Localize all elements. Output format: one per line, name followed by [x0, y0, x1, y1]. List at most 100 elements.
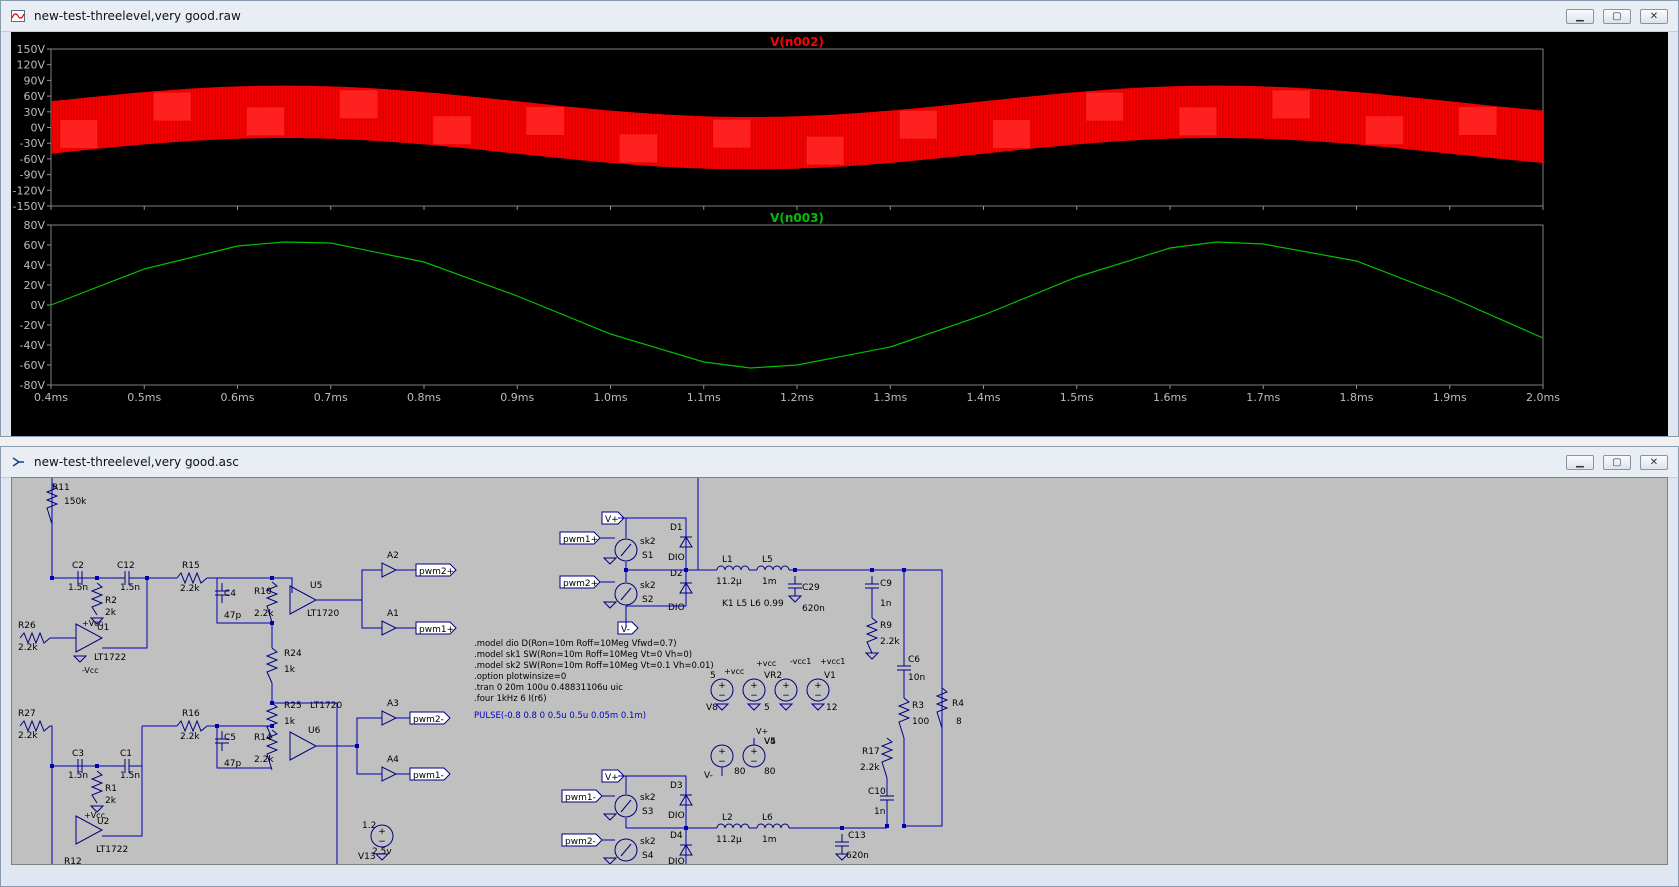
x-tick-label: 0.6ms	[221, 391, 255, 404]
label-r1v: 2k	[105, 796, 117, 806]
label-c12v: 1.5n	[120, 583, 140, 593]
label-c12: C12	[117, 561, 135, 571]
label-pvcc1: +vcc1	[820, 657, 845, 666]
switch	[614, 838, 638, 862]
schematic-titlebar[interactable]: new-test-threelevel,very good.asc ▁ ▢ ✕	[1, 447, 1678, 478]
label-r9v: 2.2k	[880, 637, 900, 647]
waveform-app-icon	[11, 10, 25, 22]
minimize-button[interactable]: ▁	[1565, 455, 1594, 470]
net-port	[561, 789, 603, 803]
label-c13v: 620n	[846, 851, 869, 861]
label-l5v: 1m	[762, 577, 777, 587]
wire	[102, 766, 143, 837]
label-r3v: 100	[912, 717, 929, 727]
minimize-button[interactable]: ▁	[1565, 9, 1594, 24]
ground	[787, 595, 803, 603]
label-vplus: V+	[605, 515, 619, 525]
label-r2: R2	[105, 596, 117, 606]
resistor	[897, 697, 911, 739]
ground	[746, 703, 762, 711]
label-pwm2p: pwm2+	[419, 567, 454, 577]
label-v5: V5	[764, 737, 776, 747]
inductor	[756, 565, 790, 571]
label-v5v: 80	[734, 767, 746, 777]
label-vcc: +Vcc	[82, 619, 103, 628]
label-v8v: 5	[710, 671, 716, 681]
resistor	[265, 729, 279, 771]
polarity-plus: +	[378, 827, 386, 837]
label-s3: S3	[642, 807, 653, 817]
maximize-button[interactable]: ▢	[1602, 9, 1631, 24]
label-c9v: 1n	[880, 599, 891, 609]
close-button[interactable]: ✕	[1640, 455, 1668, 470]
close-button[interactable]: ✕	[1640, 9, 1668, 24]
polarity-minus: −	[718, 691, 726, 701]
opamp	[289, 585, 318, 615]
schematic-window-title: new-test-threelevel,very good.asc	[34, 455, 239, 469]
wire	[51, 518, 92, 579]
waveform-plot[interactable]: 150V120V90V60V30V0V-30V-60V-90V-120V-150…	[11, 32, 1668, 436]
label-c6v: 10n	[908, 673, 925, 683]
label-r17v: 2.2k	[860, 763, 880, 773]
inductor	[716, 823, 750, 829]
label-c4v: 47p	[224, 611, 241, 621]
label-s4: S4	[642, 851, 654, 861]
inductor	[756, 823, 790, 829]
ground	[810, 703, 826, 711]
spice-directive: .four 1kHz 6 I(r6)	[474, 694, 547, 704]
label-a4: A4	[387, 755, 399, 765]
switch-blade	[620, 799, 632, 813]
polarity-plus: +	[782, 681, 790, 691]
v-n002-level-block	[806, 136, 844, 165]
label-r24v: 1k	[284, 665, 296, 675]
capacitor	[117, 759, 137, 773]
capacitor	[897, 658, 911, 678]
trace-name: V(n003)	[770, 211, 824, 225]
switch-blade	[620, 587, 632, 601]
schematic-drawing[interactable]: R11150kC21.5nC121.5nR152.2kR22kU1LT1722+…	[12, 478, 1668, 865]
maximize-button[interactable]: ▢	[1602, 455, 1631, 470]
waveform-titlebar[interactable]: new-test-threelevel,very good.raw ▁ ▢ ✕	[1, 1, 1678, 32]
label-c2v: 1.5n	[68, 583, 88, 593]
label-r2v: 2k	[105, 608, 117, 618]
voltage-source	[806, 678, 830, 702]
label-u6: U6	[308, 726, 321, 736]
resistor	[265, 581, 279, 623]
label-l2v: 11.2µ	[716, 835, 742, 845]
voltage-source	[774, 678, 798, 702]
v-n003-trace	[50, 241, 1544, 369]
label-dio: DIO	[668, 811, 685, 821]
v-n002-level-block	[246, 107, 285, 136]
spice-directive: .model dio D(Ron=10m Roff=10Meg Vfwd=0.7…	[474, 639, 677, 649]
x-tick-label: 0.9ms	[500, 391, 534, 404]
y-tick-label: 20V	[23, 279, 45, 292]
schematic-app-icon	[12, 457, 24, 467]
voltage-source	[710, 678, 734, 702]
label-r1: R1	[105, 784, 117, 794]
label-r17: R17	[862, 747, 880, 757]
label-u6t: LT1720	[310, 701, 342, 711]
y-tick-label: 80V	[23, 219, 45, 232]
resistor	[265, 647, 279, 684]
label-a3: A3	[387, 699, 399, 709]
polarity-minus: −	[814, 691, 822, 701]
wire	[361, 600, 382, 629]
label-r4v: 8	[956, 717, 962, 727]
y-tick-label: -40V	[20, 339, 46, 352]
spice-directive: .option plotwinsize=0	[474, 672, 566, 682]
spice-directive: .model sk2 SW(Ron=10m Roff=10Meg Vt=0.1 …	[474, 661, 714, 671]
label-vr2: VR2	[764, 671, 782, 681]
resistor	[176, 719, 208, 733]
v-n002-level-block	[1086, 92, 1124, 121]
spice-directive: .model sk1 SW(Ron=10m Roff=10Meg Vt=0 Vh…	[474, 650, 692, 660]
label-r11: R11	[52, 483, 70, 493]
label-s2: S2	[642, 595, 653, 605]
label-pwm2m: pwm2-	[413, 715, 444, 725]
label-l1v: 11.2µ	[716, 577, 742, 587]
label-vplus: V+	[605, 773, 619, 783]
resistor	[19, 719, 51, 733]
label-pwm1m: pwm1-	[413, 771, 444, 781]
label-c29: C29	[802, 583, 820, 593]
